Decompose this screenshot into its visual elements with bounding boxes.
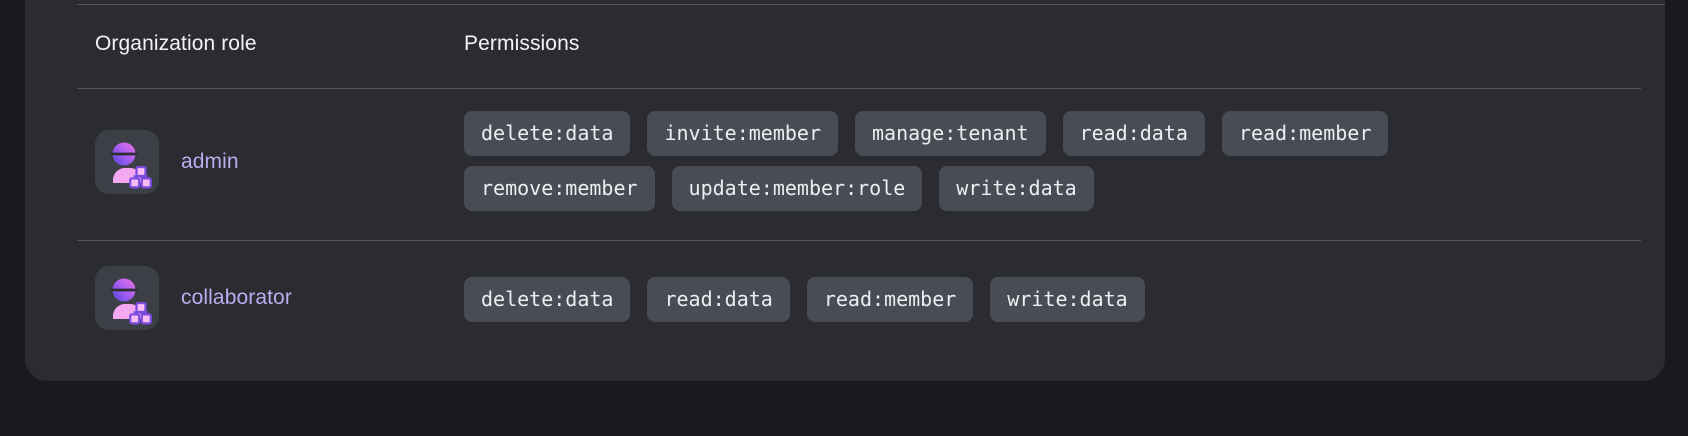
org-role-admin-icon bbox=[95, 130, 159, 194]
permission-chip: delete:data bbox=[464, 277, 631, 322]
permission-chip-group-collaborator: delete:data read:data read:member write:… bbox=[464, 277, 1494, 322]
permission-chip-group-admin: delete:data invite:member manage:tenant … bbox=[464, 111, 1494, 211]
table-row-admin-role-cell[interactable]: admin bbox=[95, 130, 239, 194]
divider-row bbox=[77, 240, 1641, 241]
permission-chip: manage:tenant bbox=[855, 111, 1046, 156]
permission-chip: remove:member bbox=[464, 166, 655, 211]
column-header-permissions: Permissions bbox=[464, 32, 580, 55]
role-label-collaborator: collaborator bbox=[181, 286, 292, 309]
permission-chip: write:data bbox=[939, 166, 1094, 211]
permission-chip: read:member bbox=[806, 277, 974, 322]
permission-chip: invite:member bbox=[647, 111, 838, 156]
divider-header bbox=[77, 88, 1641, 89]
table-row-collaborator-role-cell[interactable]: collaborator bbox=[95, 266, 292, 330]
divider-top bbox=[77, 4, 1665, 5]
permission-chip: read:member bbox=[1221, 111, 1389, 156]
role-label-admin: admin bbox=[181, 150, 239, 173]
org-roles-card: Organization role Permissions bbox=[25, 0, 1665, 381]
permission-chip: update:member:role bbox=[671, 166, 923, 211]
org-role-collaborator-icon bbox=[95, 266, 159, 330]
permission-chip: write:data bbox=[990, 277, 1145, 322]
column-header-organization-role: Organization role bbox=[95, 32, 257, 55]
permission-chip: read:data bbox=[1062, 111, 1205, 156]
permission-chip: delete:data bbox=[464, 111, 631, 156]
permission-chip: read:data bbox=[647, 277, 790, 322]
